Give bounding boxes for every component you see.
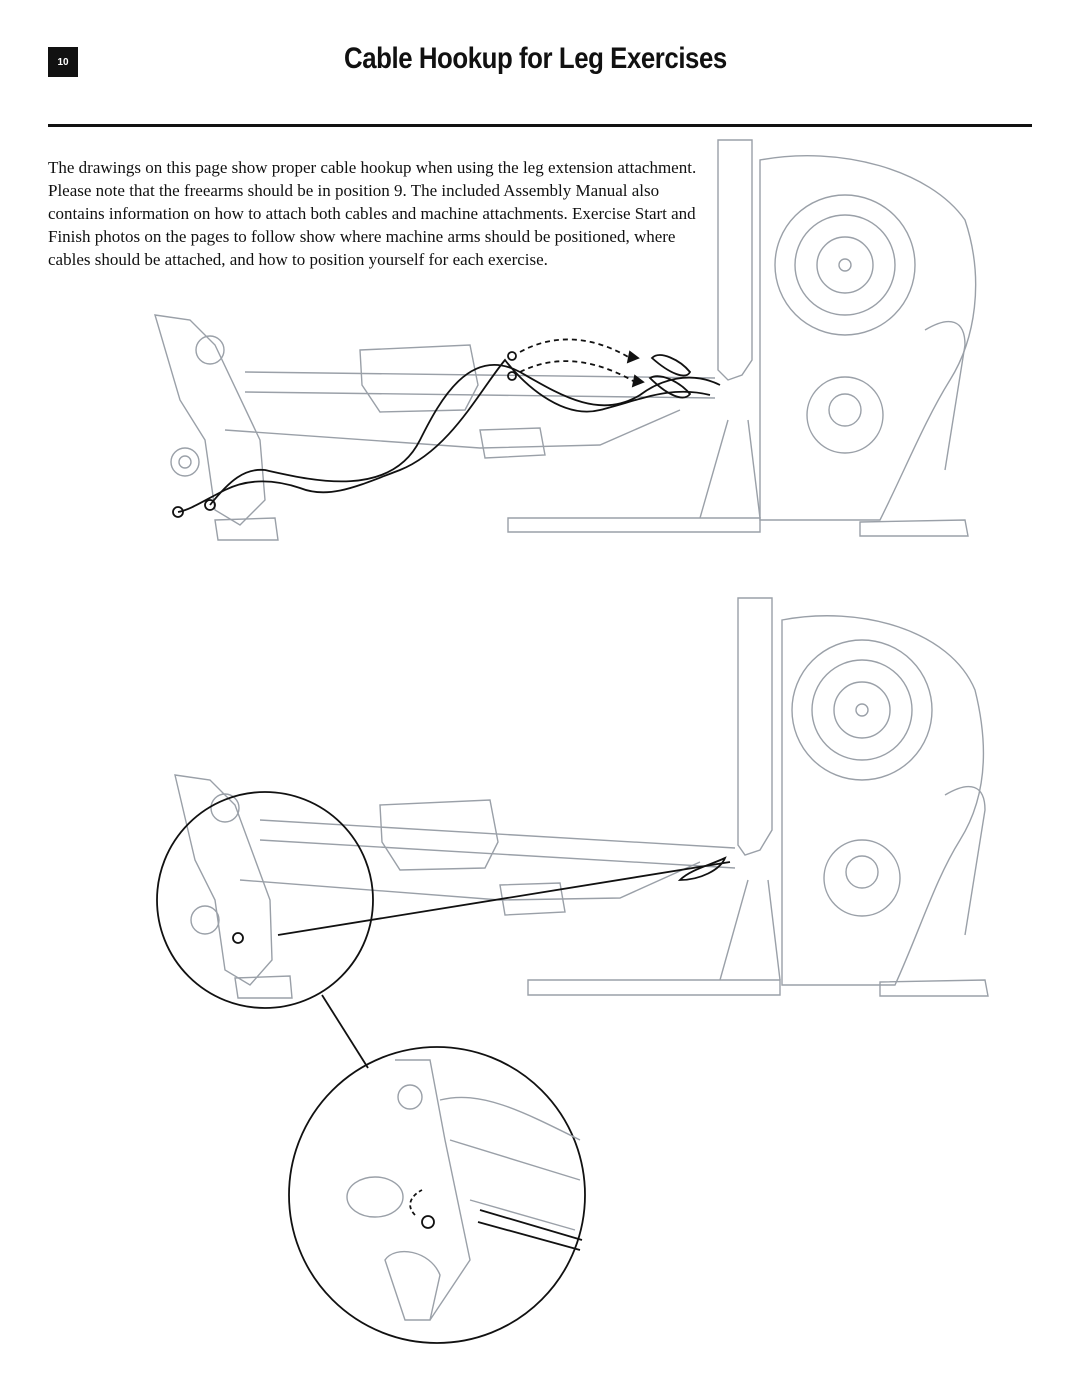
detail-zoom-circle bbox=[288, 1046, 586, 1344]
base-rail bbox=[527, 979, 781, 996]
intro-paragraph: The drawings on this page show proper ca… bbox=[48, 158, 697, 269]
seat-rail bbox=[259, 819, 736, 869]
pulley-hub bbox=[845, 855, 879, 889]
zoom-pivot bbox=[397, 1084, 423, 1110]
detail-callout-circle bbox=[156, 791, 374, 1009]
seat-slide bbox=[499, 882, 566, 916]
cable-right bbox=[177, 358, 711, 513]
cable-attached bbox=[277, 861, 731, 936]
front-pivot bbox=[195, 335, 225, 365]
figure-cable-hookup-bottom bbox=[174, 597, 989, 999]
seat bbox=[359, 344, 479, 413]
tower-leg bbox=[699, 419, 761, 519]
base-foot bbox=[859, 519, 969, 537]
flywheel-hub bbox=[855, 703, 869, 717]
seat bbox=[379, 799, 499, 871]
zoom-frame bbox=[395, 1059, 581, 1321]
page-number-badge: 10 bbox=[48, 47, 78, 77]
title-divider bbox=[48, 124, 1032, 127]
cable-end-icon bbox=[507, 371, 517, 381]
cable-left bbox=[209, 364, 721, 506]
flywheel-hub bbox=[838, 258, 852, 272]
rear-handle bbox=[944, 785, 986, 936]
rear-handle bbox=[924, 320, 966, 471]
page-number: 10 bbox=[57, 56, 69, 68]
dashed-arrow bbox=[409, 1189, 423, 1216]
page-title: Cable Hookup for Leg Exercises bbox=[344, 42, 727, 75]
leg-roller bbox=[170, 447, 200, 477]
dashed-arrow bbox=[519, 360, 636, 383]
zoom-roller bbox=[346, 1176, 404, 1218]
tower-frame bbox=[737, 597, 773, 856]
front-pivot bbox=[210, 793, 240, 823]
seat-slide bbox=[479, 427, 546, 459]
carabiner-icon bbox=[648, 375, 692, 399]
carabiner-icon bbox=[650, 354, 692, 377]
dashed-arrow bbox=[519, 338, 631, 359]
flywheel-mid bbox=[794, 214, 896, 316]
pulley-wheel bbox=[823, 839, 901, 917]
arrow-head-icon bbox=[626, 350, 640, 364]
base-foot bbox=[879, 979, 989, 997]
front-frame bbox=[154, 314, 266, 526]
base-rail bbox=[507, 517, 761, 533]
leg-roller bbox=[190, 905, 220, 935]
front-foot bbox=[234, 975, 293, 999]
arrow-head-icon bbox=[631, 374, 645, 388]
flywheel-outer bbox=[791, 639, 933, 781]
weight-housing bbox=[759, 154, 977, 521]
zoom-cable bbox=[477, 1209, 583, 1251]
cable-clip-icon bbox=[172, 506, 184, 518]
flywheel-inner bbox=[833, 681, 891, 739]
weight-housing bbox=[781, 615, 985, 986]
tower-leg bbox=[719, 879, 781, 981]
zoomed-detail bbox=[346, 1059, 581, 1321]
lower-rail bbox=[239, 861, 701, 901]
cable-clip-icon bbox=[421, 1215, 435, 1229]
flywheel-mid bbox=[811, 659, 913, 761]
cable-clip-icon bbox=[204, 499, 216, 511]
pulley-wheel bbox=[806, 376, 884, 454]
carabiner-icon bbox=[677, 856, 727, 881]
front-frame bbox=[174, 774, 273, 986]
lower-rail bbox=[224, 409, 681, 449]
flywheel-inner bbox=[816, 236, 874, 294]
zoom-pedal bbox=[384, 1250, 441, 1321]
cable-clip-icon bbox=[232, 932, 244, 944]
pulley-hub bbox=[828, 393, 862, 427]
leg-roller-inner bbox=[178, 455, 192, 469]
cable-end-icon bbox=[507, 351, 517, 361]
flywheel-outer bbox=[774, 194, 916, 336]
figure-cable-hookup-top bbox=[154, 139, 977, 541]
front-foot bbox=[214, 517, 279, 541]
tower-frame bbox=[717, 139, 753, 381]
callout-connector bbox=[321, 994, 369, 1069]
